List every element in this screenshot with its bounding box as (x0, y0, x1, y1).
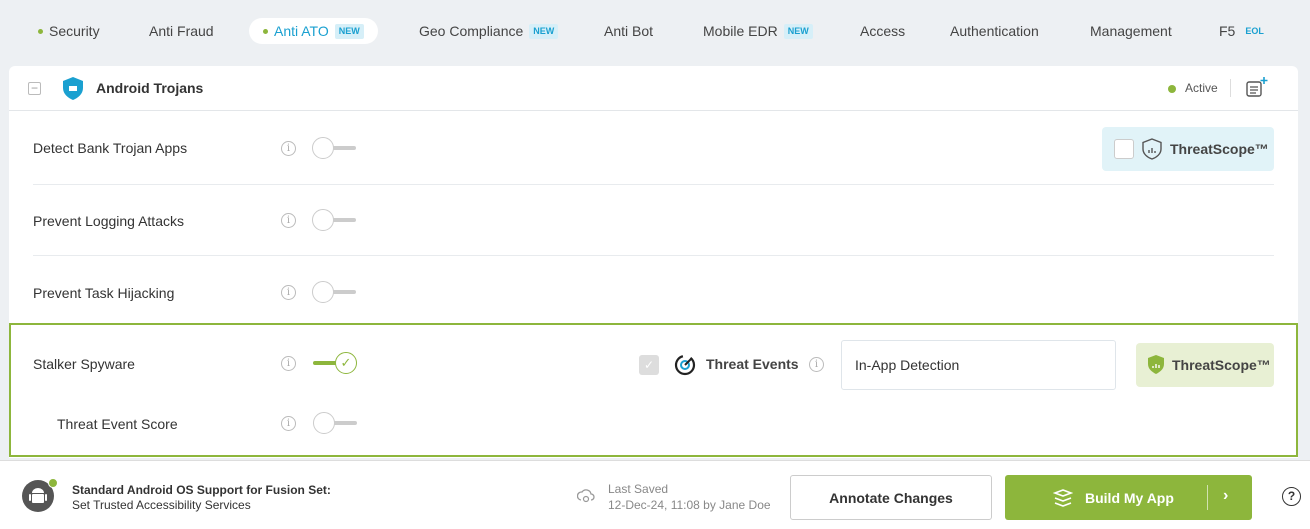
new-badge: NEW (334, 23, 364, 39)
threatscope-option: ThreatScope™ (1102, 127, 1274, 171)
cloud-save-icon (577, 489, 595, 503)
annotate-label: Annotate Changes (829, 489, 953, 506)
stalker-spyware-toggle[interactable]: ✓ (313, 351, 359, 375)
status-dot-icon (48, 478, 58, 488)
tab-label: Mobile EDR (703, 23, 778, 39)
setting-row: Detect Bank Trojan Apps i ThreatScope™ (33, 112, 1274, 185)
os-support-subtitle: Set Trusted Accessibility Services (72, 498, 251, 512)
tab-label: Access (860, 23, 906, 39)
tab-label: F5 (1219, 23, 1236, 39)
tab-anti-fraud[interactable]: Anti Fraud (149, 18, 214, 44)
info-icon[interactable]: i (281, 141, 296, 156)
tab-label: Geo Compliance (419, 23, 524, 39)
stalker-spyware-group: Stalker Spyware i ✓ ✓ Threat Events i In… (9, 323, 1298, 457)
category-tabs: Security Anti Fraud Anti ATO NEW Geo Comp… (0, 18, 1310, 44)
setting-label: Prevent Logging Attacks (33, 213, 184, 229)
info-icon[interactable]: i (281, 285, 296, 300)
detection-mode-field[interactable]: In-App Detection (841, 340, 1116, 390)
threat-events-checkbox[interactable]: ✓ (639, 355, 659, 375)
build-my-app-button[interactable]: Build My App › (1005, 475, 1252, 520)
tab-anti-ato[interactable]: Anti ATO NEW (249, 18, 378, 44)
setting-label: Threat Event Score (57, 416, 178, 432)
new-badge: NEW (783, 23, 813, 39)
divider (1207, 485, 1208, 510)
trojan-shield-icon (63, 77, 83, 100)
build-icon (1053, 488, 1073, 507)
panel-header: − Android Trojans Active (9, 66, 1298, 111)
collapse-button[interactable]: − (28, 82, 41, 95)
tab-label: Anti Bot (604, 23, 654, 39)
active-dot-icon (263, 28, 268, 34)
tab-label: Management (1090, 23, 1172, 39)
eol-badge: EOL (1245, 25, 1264, 36)
prevent-logging-toggle[interactable] (312, 208, 358, 232)
new-badge: NEW (529, 23, 559, 39)
tab-f5[interactable]: F5 EOL (1219, 18, 1268, 44)
add-note-icon[interactable] (1246, 77, 1268, 97)
tab-security[interactable]: Security (38, 18, 100, 44)
divider (1230, 79, 1231, 97)
tab-label: Security (49, 23, 100, 39)
android-icon (22, 478, 58, 512)
threatscope-shield-icon (1142, 138, 1162, 160)
setting-label: Detect Bank Trojan Apps (33, 140, 188, 156)
os-support-title: Standard Android OS Support for Fusion S… (72, 483, 331, 497)
threatscope-shield-icon (1148, 355, 1164, 374)
threatscope-option[interactable]: ThreatScope™ (1136, 343, 1274, 387)
status-label: Active (1185, 81, 1218, 95)
info-icon[interactable]: i (281, 416, 296, 431)
tab-label: Anti ATO (274, 23, 329, 39)
chevron-right-icon[interactable]: › (1223, 487, 1229, 504)
footer-bar: Standard Android OS Support for Fusion S… (0, 460, 1310, 529)
setting-label: Prevent Task Hijacking (33, 285, 175, 301)
active-dot-icon (38, 28, 43, 34)
threat-events-label: Threat Events (706, 356, 799, 372)
setting-label: Stalker Spyware (33, 356, 135, 372)
help-icon[interactable]: ? (1282, 487, 1301, 506)
last-saved-label: Last Saved (608, 482, 669, 496)
status-dot-icon (1168, 85, 1176, 93)
check-icon: ✓ (335, 352, 357, 374)
threat-events-icon (674, 354, 696, 376)
build-label: Build My App (1085, 489, 1174, 506)
threatscope-checkbox[interactable] (1114, 139, 1134, 159)
threatscope-label: ThreatScope™ (1170, 141, 1269, 157)
tab-access[interactable]: Access (860, 18, 905, 44)
tab-geo-compliance[interactable]: Geo Compliance NEW (419, 18, 559, 44)
setting-row: Prevent Task Hijacking i (33, 256, 1274, 324)
info-icon[interactable]: i (281, 213, 296, 228)
threatscope-label: ThreatScope™ (1172, 357, 1271, 373)
setting-row: Prevent Logging Attacks i (33, 185, 1274, 256)
info-icon[interactable]: i (809, 357, 824, 372)
tab-label: Authentication (950, 23, 1039, 39)
tab-management[interactable]: Management (1090, 18, 1172, 44)
tab-mobile-edr[interactable]: Mobile EDR NEW (703, 18, 813, 44)
tab-authentication[interactable]: Authentication (950, 18, 1039, 44)
prevent-task-hijacking-toggle[interactable] (312, 280, 358, 304)
tab-anti-bot[interactable]: Anti Bot (604, 18, 653, 44)
tab-label: Anti Fraud (149, 23, 214, 39)
threat-event-score-toggle[interactable] (313, 411, 359, 435)
android-trojans-panel: − Android Trojans Active Detect Bank Tro… (9, 66, 1298, 458)
annotate-changes-button[interactable]: Annotate Changes (790, 475, 992, 520)
section-title: Android Trojans (96, 80, 204, 96)
info-icon[interactable]: i (281, 356, 296, 371)
last-saved-value: 12-Dec-24, 11:08 by Jane Doe (608, 498, 771, 512)
detect-bank-trojan-toggle[interactable] (312, 136, 358, 160)
